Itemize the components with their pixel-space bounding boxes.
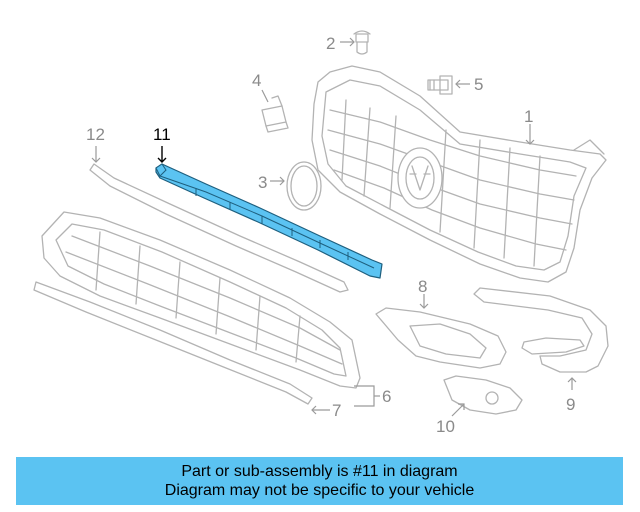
- callout-1: 1: [524, 107, 533, 126]
- callout-7: 7: [332, 401, 341, 420]
- callout-3: 3: [258, 173, 267, 192]
- part-11-strip: [155, 163, 383, 279]
- callout-6: 6: [382, 387, 391, 406]
- parts-diagram: 2 5 4 1 3 12: [33, 30, 609, 436]
- callout-2: 2: [326, 34, 335, 53]
- part-10-fog-trim: [443, 375, 523, 415]
- callout-5: 5: [474, 75, 483, 94]
- part-5-bolt: [427, 75, 453, 95]
- callout-11: 11: [153, 125, 171, 144]
- part-2-screw: [353, 30, 371, 55]
- callout-9: 9: [566, 395, 575, 414]
- part-11-body: [155, 163, 383, 279]
- callout-12: 12: [86, 125, 105, 144]
- part-8-side-trim: [375, 307, 507, 369]
- callout-4: 4: [252, 71, 261, 90]
- part-3-emblem-ring: [286, 161, 322, 211]
- banner-line-2: Diagram may not be specific to your vehi…: [164, 482, 475, 499]
- info-banner: Part or sub-assembly is #11 in diagram D…: [16, 457, 623, 505]
- callout-10: 10: [436, 417, 455, 436]
- part-6-lower-grille: [41, 211, 361, 389]
- part-12-molding: [89, 163, 349, 293]
- banner-line-1: Part or sub-assembly is #11 in diagram: [181, 463, 458, 480]
- part-7-strip: [33, 281, 313, 405]
- callout-8: 8: [418, 277, 427, 296]
- part-1-grille: [311, 65, 607, 283]
- part-9-side-trim: [473, 287, 609, 373]
- part-4-clip: [261, 95, 289, 133]
